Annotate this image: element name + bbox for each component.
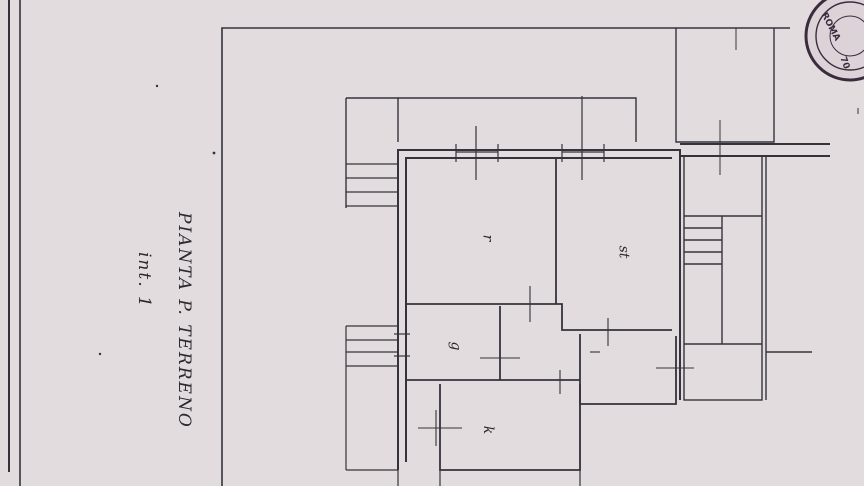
apartment-walls (397, 143, 830, 470)
room-label: k (480, 425, 497, 435)
room-label: g (447, 341, 464, 351)
paper-speck (155, 84, 159, 88)
paper-speck (98, 352, 102, 356)
stairs-lower-left (345, 325, 410, 471)
paper-speck (212, 151, 216, 155)
door-marks (418, 286, 694, 446)
property-boundary (221, 27, 790, 486)
interior-walls (406, 158, 677, 471)
room-label: st (615, 245, 632, 259)
unit-label: int. 1 (134, 252, 154, 309)
stair-block-right (683, 155, 812, 401)
terrace-outline (397, 97, 637, 142)
annex-outline (675, 28, 775, 143)
window-marks-top (455, 96, 605, 180)
official-stamp-icon (804, 0, 864, 82)
bottom-walls (397, 404, 581, 486)
plan-title: PIANTA P. TERRENO (174, 212, 194, 429)
room-label: r (479, 234, 496, 242)
stairs-top (346, 163, 398, 207)
